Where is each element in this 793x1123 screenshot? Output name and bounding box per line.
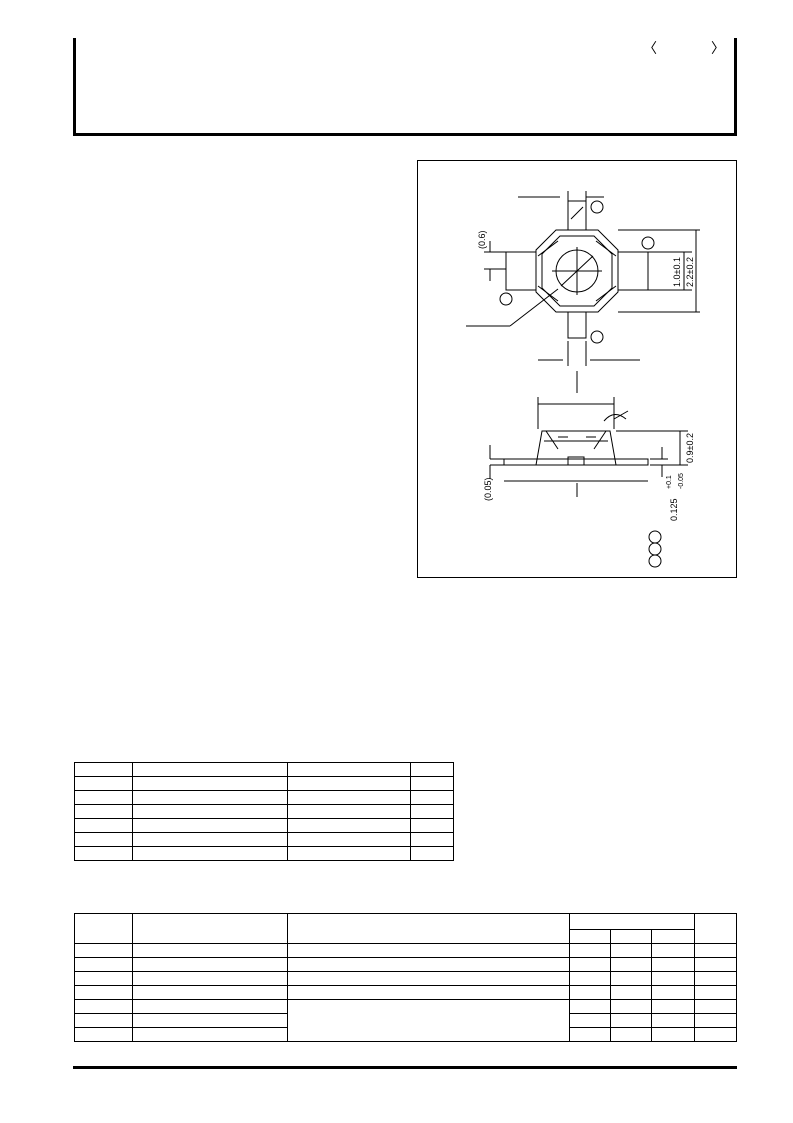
outline-svg: (0.6) 1.0±0.1 2.2±0.2 0.9±0.2 (0.05) 0.1… <box>466 191 700 568</box>
lead-number-circle <box>590 330 604 344</box>
dim-lead-tol-minus-label: -0.05 <box>678 473 685 489</box>
package-side-body <box>535 430 617 466</box>
dim-lead-tol-plus-label: +0.1 <box>666 475 673 489</box>
table-row <box>74 762 454 777</box>
package-standoff-pad <box>567 456 585 466</box>
lead-number-circle <box>641 236 655 250</box>
absolute-ratings-table <box>74 762 454 861</box>
table-row <box>74 999 738 1042</box>
lead-number-circle <box>590 200 604 214</box>
dim-height-label: 0.9±0.2 <box>685 433 695 463</box>
table-header-row <box>74 913 738 944</box>
dim-outer-label: 2.2±0.2 <box>685 257 695 287</box>
legend-circle <box>648 554 662 568</box>
table-row <box>74 985 738 1000</box>
table-row <box>74 957 738 972</box>
table-row <box>74 818 454 833</box>
table-row <box>74 776 454 791</box>
legend-circle <box>648 530 662 544</box>
header-bracket-close: 〉 <box>711 40 725 56</box>
lead-bottom <box>567 311 587 339</box>
table-row <box>74 832 454 847</box>
table-row <box>74 790 454 805</box>
header-frame <box>73 38 737 136</box>
package-body-inner <box>541 235 613 307</box>
package-side-leads <box>503 458 649 466</box>
table-row <box>74 943 738 958</box>
lead-right <box>617 251 649 291</box>
table-row <box>74 804 454 819</box>
table-row <box>74 1027 738 1042</box>
table-row <box>74 846 454 861</box>
dim-lead-gap-label: (0.6) <box>477 230 487 249</box>
package-outline-drawing: (0.6) 1.0±0.1 2.2±0.2 0.9±0.2 (0.05) 0.1… <box>417 160 737 578</box>
dim-lead-thickness-label: 0.125 <box>669 498 679 521</box>
table-row <box>74 971 738 986</box>
dim-standoff-label: (0.05) <box>483 477 493 501</box>
lead-number-circle <box>499 292 513 306</box>
electrical-characteristics-table <box>74 913 738 1042</box>
lead-left <box>505 251 537 291</box>
footer-rule <box>73 1066 737 1069</box>
header-bracket-open: 〈 <box>643 40 657 56</box>
dim-inner-label: 1.0±0.1 <box>672 257 682 287</box>
legend-circle <box>648 542 662 556</box>
lead-top <box>567 200 587 231</box>
